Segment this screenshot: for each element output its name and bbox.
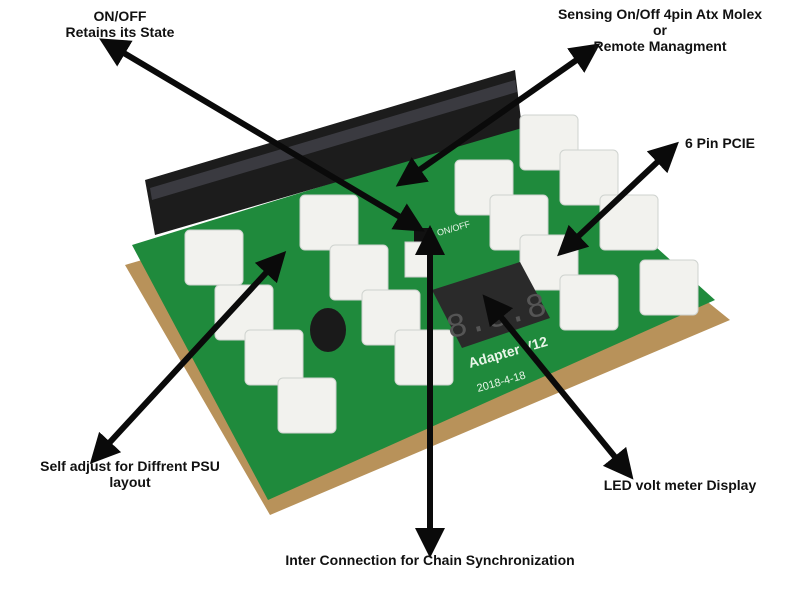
arrow-self-adjust: [89, 250, 287, 465]
arrow-on-off: [99, 38, 425, 232]
capacitor: [310, 308, 346, 352]
sync-header: [404, 241, 430, 278]
label-sensing: Sensing On/Off 4pin Atx Molex or Remote …: [557, 6, 763, 54]
pcie-6pin-connector: [244, 329, 304, 386]
pcie-6pin-connector: [639, 259, 699, 316]
pcie-6pin-connector: [277, 377, 337, 434]
pcie-6pin-connector: [299, 194, 359, 251]
pcie-6pin-connector: [559, 274, 619, 331]
label-interconnect: Inter Connection for Chain Synchronizati…: [285, 552, 575, 568]
pcie-6pin-connector: [329, 244, 389, 301]
pcie-6pin-connector: [184, 229, 244, 286]
label-pcie: 6 Pin PCIE: [684, 135, 756, 151]
arrow-pcie: [557, 141, 679, 257]
label-on-off: ON/OFF Retains its State: [65, 8, 175, 40]
label-led: LED volt meter Display: [603, 477, 757, 493]
arrow-led: [482, 294, 634, 480]
pcie-6pin-connector: [599, 194, 659, 251]
arrow-sensing: [395, 43, 601, 187]
label-self-adjust: Self adjust for Diffrent PSU layout: [40, 458, 220, 490]
pcie-6pin-connector: [394, 329, 454, 386]
